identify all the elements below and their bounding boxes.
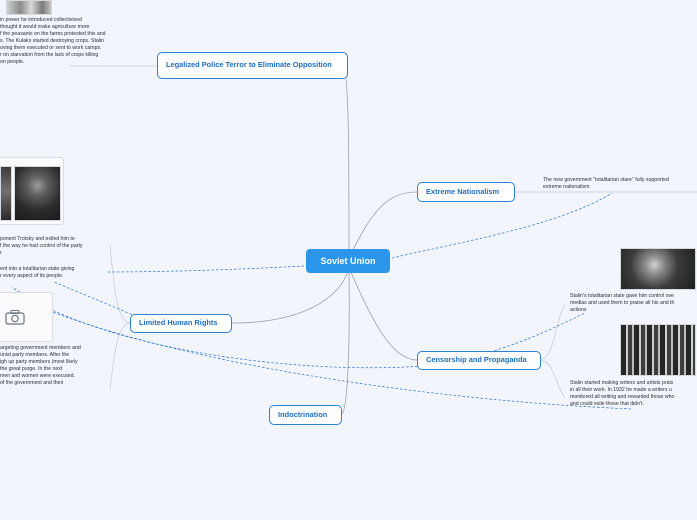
camera-icon[interactable]: [5, 309, 25, 325]
branch-extreme-nationalism[interactable]: Extreme Nationalism: [417, 182, 515, 202]
image-placeholder-card: [0, 292, 53, 342]
relation-writers: [11, 294, 633, 410]
connector-nationalism: [348, 191, 418, 259]
relation-rights-totalitarian: [53, 281, 141, 319]
stalin-desk-photo: [620, 248, 696, 290]
central-topic[interactable]: Soviet Union: [306, 249, 390, 273]
connector-censorship: [348, 267, 418, 361]
stalin-photo-left: [0, 166, 12, 221]
relation-censor-media: [489, 312, 586, 353]
writers-note: Stalin started making writers and artist…: [570, 380, 675, 408]
branch-limited-human-rights[interactable]: Limited Human Rights: [130, 314, 232, 333]
great-purge-note: argeting government members and unist pa…: [0, 345, 81, 387]
relation-central-rights: [105, 265, 305, 273]
stalin-photo-right: [14, 166, 61, 221]
connector-limited-rights: [231, 267, 350, 324]
totalitarian-note: ent into a totalitarian state giving r e…: [0, 266, 75, 280]
nationalism-note: The new government "totalitarian stare" …: [543, 177, 669, 191]
connector-indoctrination: [341, 271, 350, 415]
branch-police-terror[interactable]: Legalized Police Terror to Eliminate Opp…: [157, 52, 348, 79]
branch-indoctrination[interactable]: Indoctrination: [269, 405, 342, 425]
writers-group-photo: [620, 324, 696, 376]
collectivization-photo: [6, 0, 52, 15]
trotsky-note: ponent Trotsky and exiled him to f the w…: [0, 236, 83, 257]
media-control-note: Stalin's totalitarian state gave him con…: [570, 293, 675, 314]
connector-police-terror: [342, 65, 350, 259]
relation-censor-totalitarian: [11, 286, 423, 369]
relation-nationalism: [391, 192, 613, 259]
police-terror-note: in power he introduced collectivised tho…: [0, 17, 106, 66]
connector-rights-notes: [109, 244, 131, 391]
branch-censorship-propaganda[interactable]: Censorship and Propaganda: [417, 351, 541, 370]
stalin-photo-card: [0, 157, 64, 225]
connector-censor-notes: [539, 304, 566, 399]
